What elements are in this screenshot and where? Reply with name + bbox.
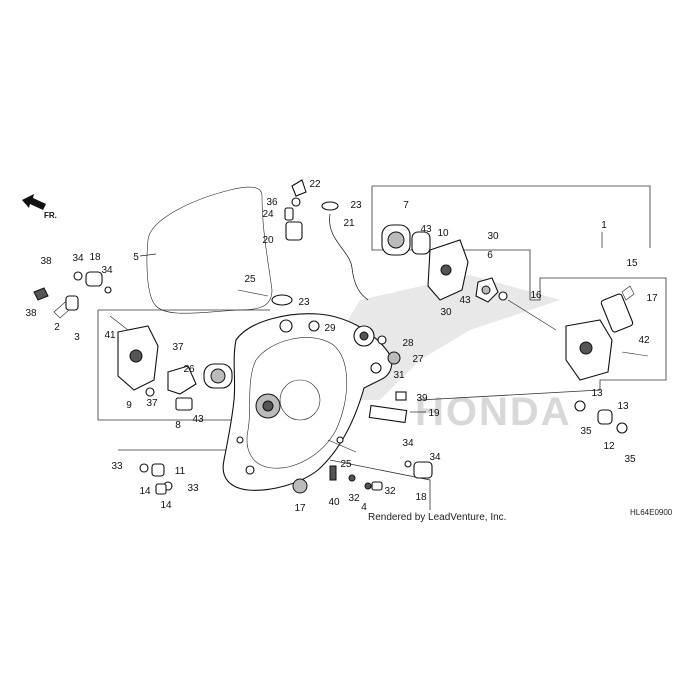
callout-29: 29	[324, 323, 336, 334]
callout-25a: 25	[244, 274, 256, 285]
callout-14a: 14	[139, 486, 151, 497]
callout-21: 21	[343, 218, 355, 229]
callout-13a: 13	[591, 388, 603, 399]
callout-32b: 32	[384, 486, 396, 497]
lower-small-parts	[139, 320, 628, 495]
callout-20: 20	[262, 235, 274, 246]
callout-3: 3	[74, 332, 80, 343]
callout-17b: 17	[294, 503, 306, 514]
callout-11: 11	[175, 466, 186, 477]
callout-13b: 13	[617, 401, 629, 412]
callout-42: 42	[638, 335, 650, 346]
callout-7: 7	[403, 200, 409, 211]
front-arrow-icon	[22, 194, 46, 210]
callout-34c: 34	[402, 438, 414, 449]
callout-14b: 14	[160, 500, 172, 511]
callout-32a: 32	[348, 493, 360, 504]
callout-31: 31	[393, 370, 405, 381]
callout-34d: 34	[429, 452, 441, 463]
callout-8: 8	[175, 420, 181, 431]
pump-cover-group	[565, 285, 649, 381]
front-direction-label: FR.	[44, 211, 57, 220]
callout-10: 10	[437, 228, 449, 239]
callout-34b: 34	[101, 265, 113, 276]
callout-23a: 23	[350, 200, 362, 211]
callout-2: 2	[54, 322, 60, 333]
callout-18b: 18	[415, 492, 427, 503]
callout-12: 12	[603, 441, 615, 452]
callout-38b: 38	[25, 308, 37, 319]
callout-37b: 37	[146, 398, 158, 409]
callout-36: 36	[266, 197, 278, 208]
callout-30b: 30	[440, 307, 452, 318]
callout-33a: 33	[111, 461, 123, 472]
callout-24: 24	[262, 209, 274, 220]
left-small-parts	[33, 271, 233, 411]
callout-40: 40	[328, 497, 340, 508]
callout-37a: 37	[172, 342, 184, 353]
callout-9: 9	[126, 400, 132, 411]
callout-30a: 30	[487, 231, 499, 242]
watermark-brand-text: HONDA	[415, 390, 572, 434]
callout-1: 1	[601, 220, 607, 231]
callout-43b: 43	[459, 295, 471, 306]
callout-17a: 17	[646, 293, 658, 304]
callout-19: 19	[428, 408, 440, 419]
callout-15: 15	[626, 258, 638, 269]
callout-26: 26	[183, 364, 195, 375]
callout-43c: 43	[192, 414, 204, 425]
callout-27: 27	[412, 354, 424, 365]
callout-16: 16	[530, 290, 542, 301]
callout-18a: 18	[89, 252, 101, 263]
callout-6: 6	[487, 250, 493, 261]
callout-28: 28	[402, 338, 414, 349]
callout-35b: 35	[624, 454, 636, 465]
top-small-parts	[237, 179, 369, 306]
callout-5: 5	[133, 252, 139, 263]
callout-22: 22	[309, 179, 321, 190]
callout-23b: 23	[298, 297, 310, 308]
oil-pump-group	[381, 224, 557, 331]
callout-39: 39	[416, 393, 428, 404]
callout-25b: 25	[340, 459, 352, 470]
callout-35a: 35	[580, 426, 592, 437]
callout-38a: 38	[40, 256, 52, 267]
front-direction-indicator: FR.	[22, 194, 57, 220]
diagram-code-label: HL64E0900	[630, 508, 673, 517]
render-credit-text: Rendered by LeadVenture, Inc.	[368, 512, 506, 523]
callout-34a: 34	[72, 253, 84, 264]
callout-41: 41	[104, 330, 116, 341]
callout-33b: 33	[187, 483, 199, 494]
callout-layer: 1 2 3 4 5 6 7 8 9 10 11 12 13 13 14 14 1…	[25, 179, 658, 514]
crankcase-cover	[222, 313, 393, 491]
callout-4: 4	[361, 502, 367, 513]
cover-gasket	[146, 186, 273, 314]
callout-43a: 43	[420, 224, 432, 235]
